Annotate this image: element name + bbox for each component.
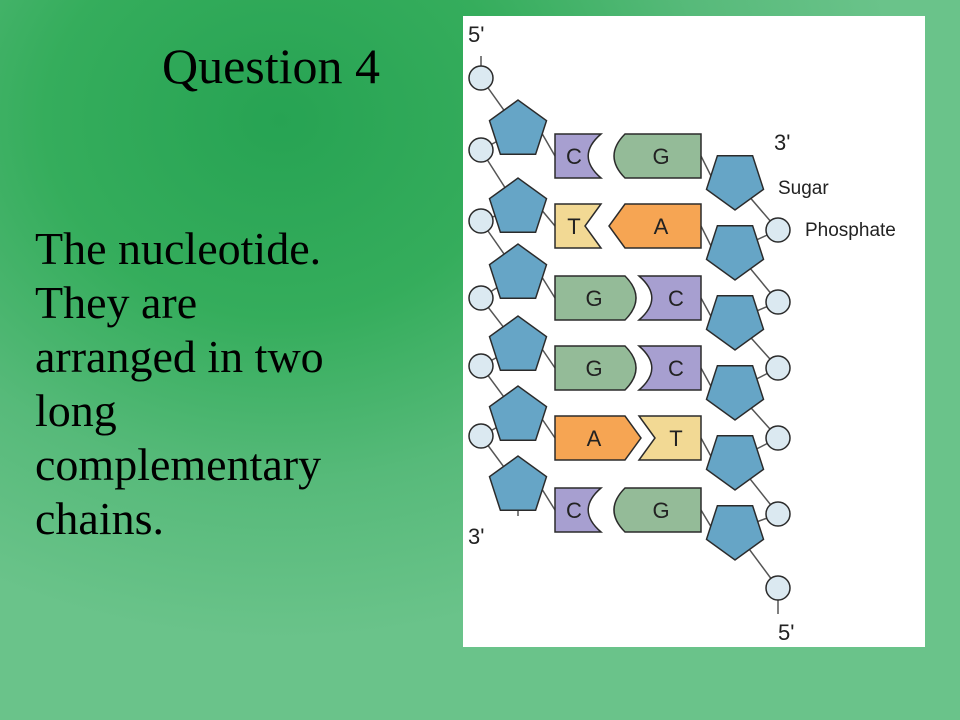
sugar-icon	[488, 455, 548, 512]
base-pairs: C G T A G C G C A T C G	[554, 133, 702, 533]
body-line: chains.	[35, 493, 165, 544]
body-line: They are	[35, 277, 198, 328]
base-letter: C	[668, 356, 684, 381]
phosphate-icon	[765, 425, 791, 451]
base-letter: G	[652, 498, 669, 523]
base-c	[636, 275, 702, 321]
base-g	[613, 133, 702, 179]
sugar-icon	[705, 154, 765, 211]
sugar-icon	[488, 243, 548, 300]
body-line: complementary	[35, 439, 322, 490]
phosphate-icon	[765, 575, 791, 601]
base-letter: C	[566, 144, 582, 169]
dna-diagram: C G T A G C G C A T C G 5' 3' 3' 5' Sugar Phosphate	[463, 16, 925, 647]
base-letter: C	[566, 498, 582, 523]
sugars	[488, 99, 765, 561]
base-t	[554, 203, 603, 249]
sugar-icon	[705, 294, 765, 351]
end-label-left-top: 5'	[468, 22, 484, 47]
phosphate-icon	[468, 65, 494, 91]
phosphate-icon	[765, 355, 791, 381]
sugar-icon	[488, 385, 548, 442]
sugar-icon	[488, 177, 548, 234]
base-a	[554, 415, 642, 461]
base-letter: G	[585, 286, 602, 311]
base-letter: T	[669, 426, 682, 451]
end-label-right-top: 3'	[774, 130, 790, 155]
sugar-label: Sugar	[778, 178, 829, 199]
phosphate-label: Phosphate	[805, 220, 896, 241]
phosphate-icon	[468, 137, 494, 163]
body-line: arranged in two	[35, 331, 324, 382]
base-letter: C	[668, 286, 684, 311]
sugar-icon	[705, 434, 765, 491]
base-c	[554, 487, 604, 533]
phosphate-icon	[765, 289, 791, 315]
end-label-left-bottom: 3'	[468, 524, 484, 549]
slide-body-text: The nucleotide. They are arranged in two…	[35, 222, 395, 546]
dna-diagram-canvas: C G T A G C G C A T C G 5' 3' 3' 5' Sugar Phosphate	[468, 22, 896, 645]
phosphate-icon	[468, 353, 494, 379]
base-t	[637, 415, 702, 461]
phosphate-icon	[468, 423, 494, 449]
slide-title: Question 4	[162, 38, 381, 94]
sugar-icon	[705, 364, 765, 421]
sugar-icon	[488, 315, 548, 372]
base-letter: A	[587, 426, 602, 451]
base-c	[554, 133, 604, 179]
end-label-right-bottom: 5'	[778, 620, 794, 645]
phosphate-icon	[468, 285, 494, 311]
base-c	[636, 345, 702, 391]
body-line: The nucleotide.	[35, 223, 322, 274]
base-a	[608, 203, 702, 249]
base-g	[554, 345, 637, 391]
body-line: long	[35, 385, 117, 436]
base-letter: G	[652, 144, 669, 169]
sugar-icon	[705, 224, 765, 281]
phosphate-icon	[468, 208, 494, 234]
sugar-icon	[705, 504, 765, 561]
base-letter: A	[654, 214, 669, 239]
phosphate-icon	[765, 217, 791, 243]
base-letter: T	[567, 214, 580, 239]
base-g	[554, 275, 637, 321]
base-letter: G	[585, 356, 602, 381]
phosphates	[468, 65, 791, 601]
phosphate-icon	[765, 501, 791, 527]
sugar-icon	[488, 99, 548, 156]
base-g	[613, 487, 702, 533]
